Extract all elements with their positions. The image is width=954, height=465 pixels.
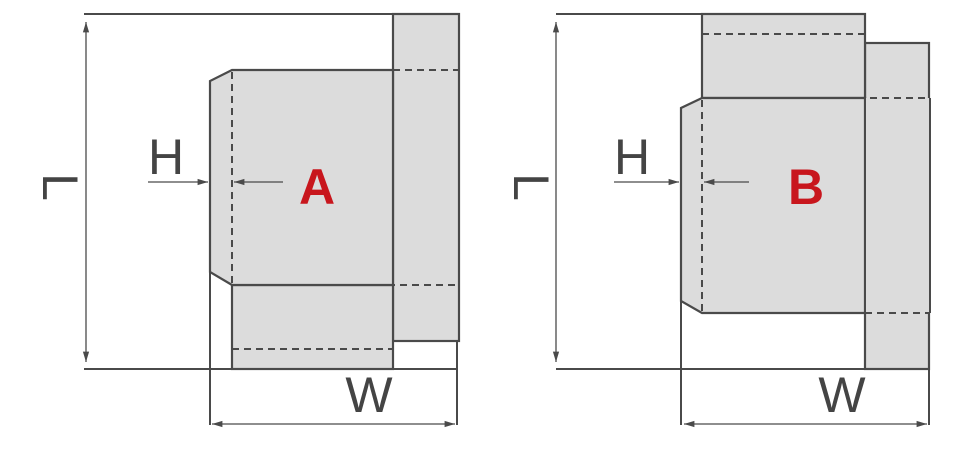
top-flap: [700, 12, 867, 100]
width-label: W: [345, 367, 393, 423]
length-label: L: [32, 173, 88, 201]
main-panel: [679, 96, 867, 315]
diagram-key-b: B: [788, 159, 824, 215]
diagram-key-a: A: [299, 159, 335, 215]
height-label: H: [148, 129, 184, 185]
height-label: H: [614, 129, 650, 185]
diagram-a: L W H A: [32, 12, 461, 428]
width-label: W: [818, 367, 866, 423]
length-label: L: [503, 173, 559, 201]
diagram-b: L W H B: [503, 12, 931, 428]
side-panel-right: [391, 12, 461, 343]
bottom-flap: [230, 283, 395, 371]
